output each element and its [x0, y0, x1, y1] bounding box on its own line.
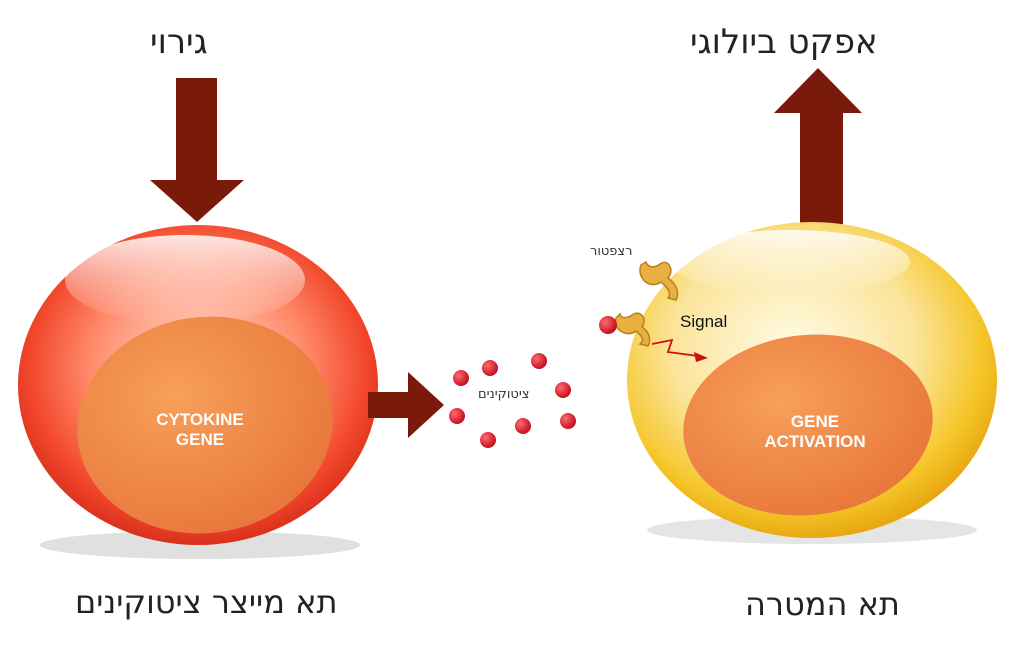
bound-cytokine-dot — [599, 316, 617, 334]
stimulation-label: גירוי — [150, 22, 208, 62]
signal-label: Signal — [680, 312, 728, 331]
target-nucleus — [683, 334, 933, 516]
producer-nucleus-line2: GENE — [175, 430, 225, 449]
cytokine-dot — [480, 432, 496, 448]
cytokines-label: ציטוקינים — [478, 387, 530, 402]
cytokine-dot — [482, 360, 498, 376]
stimulation-arrow — [150, 78, 244, 222]
target-cell-label: תא המטרה — [745, 585, 900, 623]
biological-effect-label: אפקט ביולוגי — [690, 22, 878, 62]
signal-arrow-icon — [651, 338, 699, 357]
target-cell-highlight — [670, 230, 910, 294]
target-nucleus-line2: ACTIVATION — [764, 432, 866, 451]
receptor-label: רצפטור — [590, 244, 633, 259]
producer-nucleus — [77, 316, 333, 534]
receptor-bound-icon — [599, 312, 651, 347]
target-nucleus-label: GENE ACTIVATION — [735, 412, 895, 452]
cytokine-cluster — [449, 353, 576, 448]
secretion-arrow — [368, 372, 444, 438]
receptor-empty-icon — [639, 260, 679, 301]
cytokine-dot — [555, 382, 571, 398]
signal-arrowhead — [694, 352, 708, 362]
cytokine-dot — [453, 370, 469, 386]
target-nucleus-line1: GENE — [790, 412, 840, 431]
cytokine-dot — [560, 413, 576, 429]
producer-cell-label: תא מייצר ציטוקינים — [75, 583, 338, 621]
producer-nucleus-line1: CYTOKINE — [156, 410, 244, 429]
producer-cell-highlight — [65, 235, 305, 325]
cytokine-dot — [531, 353, 547, 369]
effect-arrow — [774, 68, 862, 226]
producer-nucleus-label: CYTOKINE GENE — [120, 410, 280, 450]
cytokine-dot — [449, 408, 465, 424]
cytokine-dot — [515, 418, 531, 434]
producer-cell-shadow — [40, 531, 360, 559]
